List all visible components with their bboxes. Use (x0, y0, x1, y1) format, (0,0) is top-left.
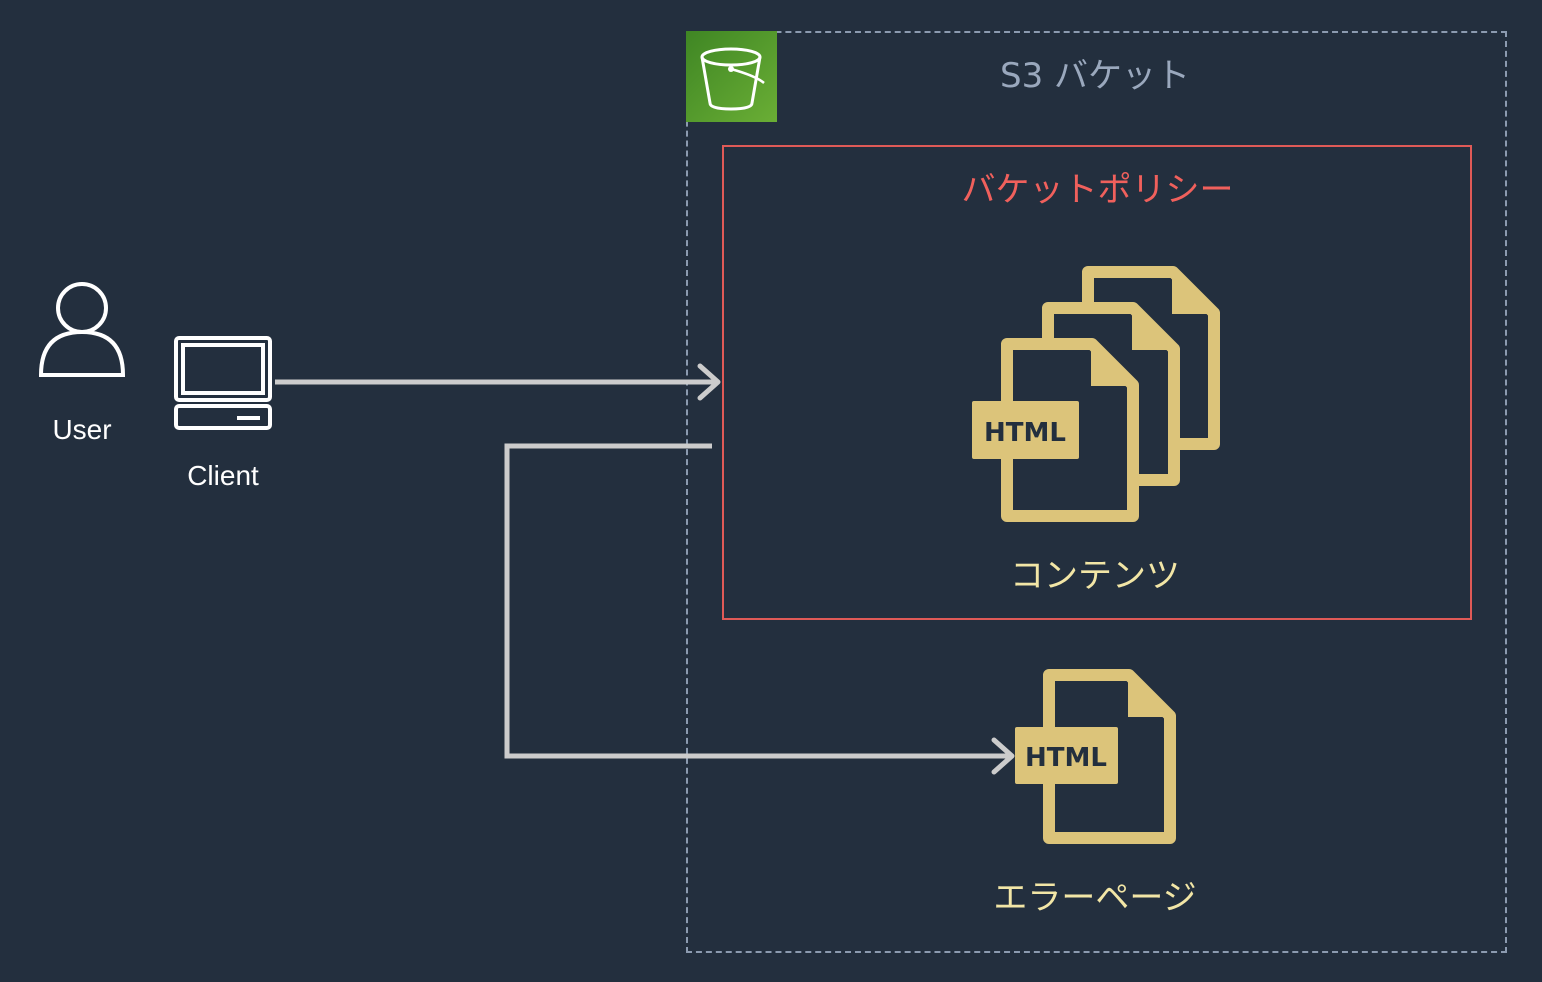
error-page-html-badge: HTML (1025, 743, 1107, 773)
error-page-label: エラーページ (993, 878, 1197, 918)
bucket-title: S3 バケット (999, 56, 1191, 96)
s3-bucket-icon (686, 31, 777, 122)
user-label: User (52, 414, 112, 445)
s3-bucket-group (686, 31, 1507, 953)
error-redirect-arrow (504, 443, 1015, 775)
client-label: Client (187, 460, 259, 491)
html-documents-icon: HTML (972, 266, 1220, 522)
bucket-policy-box (722, 145, 1472, 620)
request-arrow (275, 363, 721, 401)
html-document-icon: HTML (1015, 669, 1176, 844)
bucket-policy-title: バケットポリシー (961, 170, 1234, 210)
contents-label: コンテンツ (1010, 556, 1180, 596)
client-laptop-icon (174, 336, 272, 430)
user-icon (38, 282, 126, 377)
contents-html-badge: HTML (984, 418, 1066, 448)
